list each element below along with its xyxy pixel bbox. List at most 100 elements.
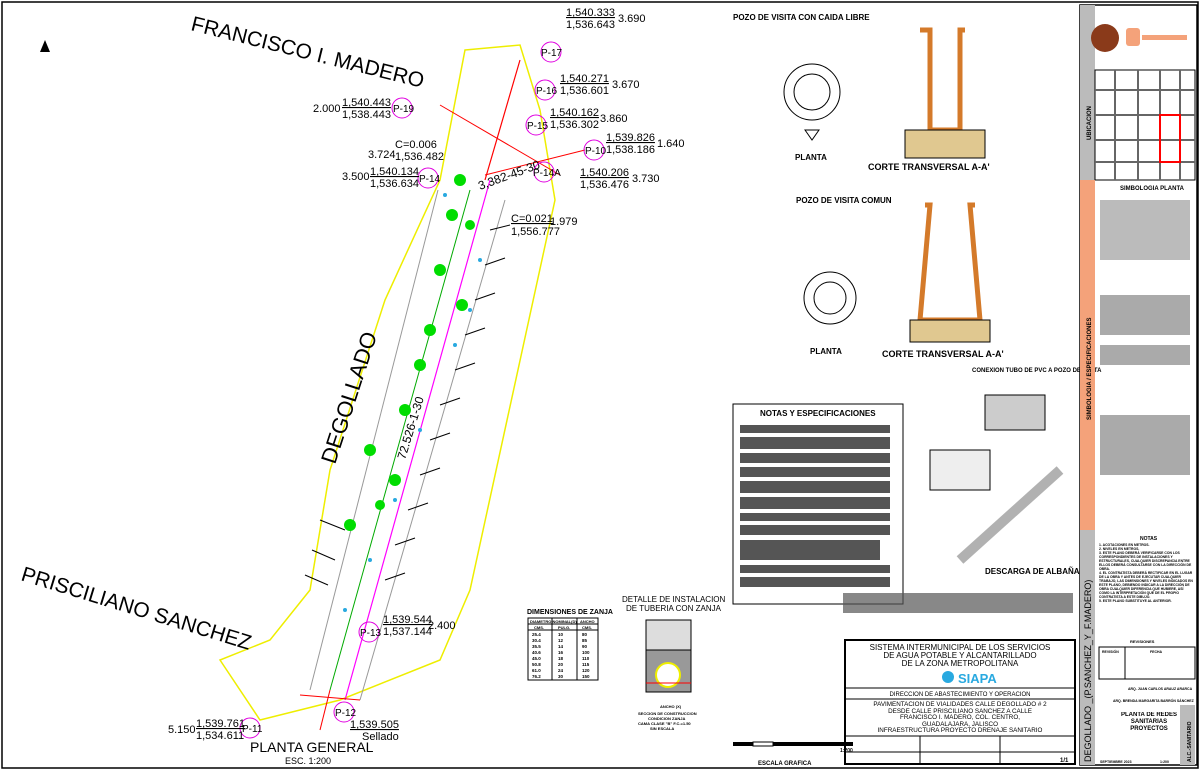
svg-text:CORTE TRANSVERSAL A-A': CORTE TRANSVERSAL A-A' [868, 162, 990, 172]
svg-text:DE LA ZONA METROPOLITANA: DE LA ZONA METROPOLITANA [902, 659, 1019, 668]
svg-text:PAVIMENTACION DE VIALIDADES CA: PAVIMENTACION DE VIALIDADES CALLE DEGOLL… [873, 701, 1047, 708]
svg-text:C=0.021: C=0.021 [511, 213, 553, 225]
table-cell: 30 [558, 674, 564, 679]
table-row: 76.2 30 150 [532, 674, 590, 679]
svg-text:1,540.206: 1,540.206 [580, 167, 629, 179]
table-cell: 20 [558, 662, 564, 667]
svg-text:CORTE TRANSVERSAL A-A': CORTE TRANSVERSAL A-A' [882, 349, 1004, 359]
svg-text:NOTAS Y ESPECIFICACIONES: NOTAS Y ESPECIFICACIONES [760, 409, 876, 418]
siapa-logo-icon [942, 671, 954, 683]
svg-text:1,536.643: 1,536.643 [566, 19, 615, 31]
svg-text:3.690: 3.690 [618, 13, 646, 25]
svg-text:DESDE CALLE PRISCILIANO SANCH: DESDE CALLE PRISCILIANO SANCHEZ A CALLE [888, 708, 1032, 715]
svg-text:1,536.482: 1,536.482 [395, 151, 444, 163]
svg-text:ESCALA GRAFICA: ESCALA GRAFICA [758, 761, 812, 767]
svg-text:3.670: 3.670 [612, 79, 640, 91]
note: 2. NIVELES EN METROS. [1099, 547, 1140, 551]
svg-text:DIMENSIONES DE ZANJA: DIMENSIONES DE ZANJA [527, 609, 613, 616]
svg-text:DE TUBERIA CON ZANJA: DE TUBERIA CON ZANJA [626, 604, 722, 613]
svg-text:P-16: P-16 [536, 86, 558, 97]
svg-text:REVISIÓN: REVISIÓN [1102, 649, 1119, 654]
table-cell: 35.5 [532, 644, 541, 649]
note: 5. ESTE PLANO SUBSTITUYE AL ANTERIOR. [1099, 599, 1172, 603]
svg-text:SISTEMA INTERMUNICIPAL DE LOS: SISTEMA INTERMUNICIPAL DE LOS SERVICIOS [870, 643, 1051, 652]
svg-text:1,539.505: 1,539.505 [350, 719, 399, 731]
svg-text:DIRECCION DE ABASTECIMIENTO Y: DIRECCION DE ABASTECIMIENTO Y OPERACION [889, 692, 1030, 698]
svg-text:1,539.826: 1,539.826 [606, 132, 655, 144]
svg-text:1,540.443: 1,540.443 [342, 97, 391, 109]
svg-text:P-14A: P-14A [533, 168, 561, 179]
table-cell: 25.4 [532, 632, 541, 637]
svg-text:ALC.-SANITARIO: ALC.-SANITARIO [1187, 721, 1193, 762]
svg-text:1,540.333: 1,540.333 [566, 7, 615, 19]
svg-text:P-13: P-13 [360, 628, 382, 639]
svg-text:CMS.: CMS. [534, 625, 544, 630]
svg-text:1,540.271: 1,540.271 [560, 73, 609, 85]
notes-specs: NOTAS Y ESPECIFICACIONES [732, 403, 1073, 613]
svg-text:5.150: 5.150 [168, 724, 196, 736]
svg-text:GUADALAJARA, JALISCO: GUADALAJARA, JALISCO [922, 721, 998, 728]
svg-text:POZO DE VISITA CON CAIDA LIBRE: POZO DE VISITA CON CAIDA LIBRE [733, 13, 870, 22]
table-cell: 85 [582, 638, 588, 643]
table-cell: 80 [582, 632, 588, 637]
note: 4. EL CONTRATISTA DEBERÁ RECTIFICAR EN E… [1099, 571, 1193, 599]
svg-text:3.500: 3.500 [342, 171, 370, 183]
svg-text:CMS.: CMS. [582, 625, 592, 630]
table-cell: 150 [582, 674, 590, 679]
table-cell: 12 [558, 638, 564, 643]
table-row: 35.5 14 90 [532, 644, 588, 649]
svg-text:1,536.302: 1,536.302 [550, 119, 599, 131]
svg-text:1,539.544: 1,539.544 [383, 614, 432, 626]
svg-text:CONEXION TUBO DE PVC A POZO DE: CONEXION TUBO DE PVC A POZO DE VISITA [972, 368, 1102, 374]
table-cell: 115 [582, 662, 590, 667]
sheet-name: PLANTA DE REDES SANITARIAS PROYECTOS [1120, 712, 1177, 732]
table-cell: 30.4 [532, 638, 541, 643]
trench-dimensions-table: DIMENSIONES DE ZANJA DIAMETRO NOMINAL(D)… [527, 609, 613, 681]
table-cell: 90 [582, 644, 588, 649]
svg-text:2.000: 2.000 [313, 103, 341, 115]
svg-text:3.724: 3.724 [368, 149, 396, 161]
svg-text:1,534.611: 1,534.611 [196, 730, 244, 742]
svg-text:PULG.: PULG. [558, 625, 570, 630]
svg-text:NOTAS: NOTAS [1140, 536, 1158, 542]
svg-text:1.979: 1.979 [550, 216, 578, 228]
plan-scale: ESC. 1:200 [285, 756, 331, 766]
table-cell: 18 [558, 656, 564, 661]
table-cell: 100 [582, 650, 590, 655]
table-cell: 40.6 [532, 650, 541, 655]
svg-text:ANCHO (X): ANCHO (X) [660, 704, 682, 709]
graphic-scale: 1:200 ESCALA GRAFICA [733, 741, 853, 767]
svg-text:1:200: 1:200 [1160, 760, 1169, 764]
note: 1. ACOTACIONES EN METROS. [1099, 543, 1150, 547]
table-cell: 14 [558, 644, 564, 649]
svg-text:ARQ. JUAN CARLOS ARAUZ ARARCA: ARQ. JUAN CARLOS ARAUZ ARARCA [1128, 687, 1193, 691]
svg-text:1,556.777: 1,556.777 [511, 226, 560, 238]
svg-text:DESCARGA DE ALBAÑAL: DESCARGA DE ALBAÑAL [985, 567, 1085, 576]
title-block: SISTEMA INTERMUNICIPAL DE LOS SERVICIOS … [844, 639, 1076, 765]
svg-text:ANCHO: ANCHO [580, 619, 595, 624]
table-cell: 76.2 [532, 674, 541, 679]
pipe-installation-detail: DETALLE DE INSTALACION DE TUBERIA CON ZA… [622, 595, 726, 731]
svg-text:3.860: 3.860 [600, 113, 628, 125]
svg-text:P-14: P-14 [419, 174, 441, 185]
table-cell: 50.8 [532, 662, 541, 667]
svg-text:PLANTA: PLANTA [795, 153, 827, 162]
municipal-seal-icon [1091, 24, 1119, 52]
svg-text:ARQ. BRENDA MARGARITA BARRÓN S: ARQ. BRENDA MARGARITA BARRÓN SÁNCHEZ [1113, 698, 1195, 703]
svg-text:P-17: P-17 [541, 48, 563, 59]
svg-text:FECHA: FECHA [1150, 650, 1163, 654]
svg-text:SIN ESCALA: SIN ESCALA [650, 726, 674, 731]
plan-title: PLANTA GENERAL [250, 739, 374, 755]
svg-text:SECCION DE CONSTRUCCION: SECCION DE CONSTRUCCION [638, 711, 697, 716]
svg-text:POZO DE VISITA COMUN: POZO DE VISITA COMUN [796, 196, 892, 205]
